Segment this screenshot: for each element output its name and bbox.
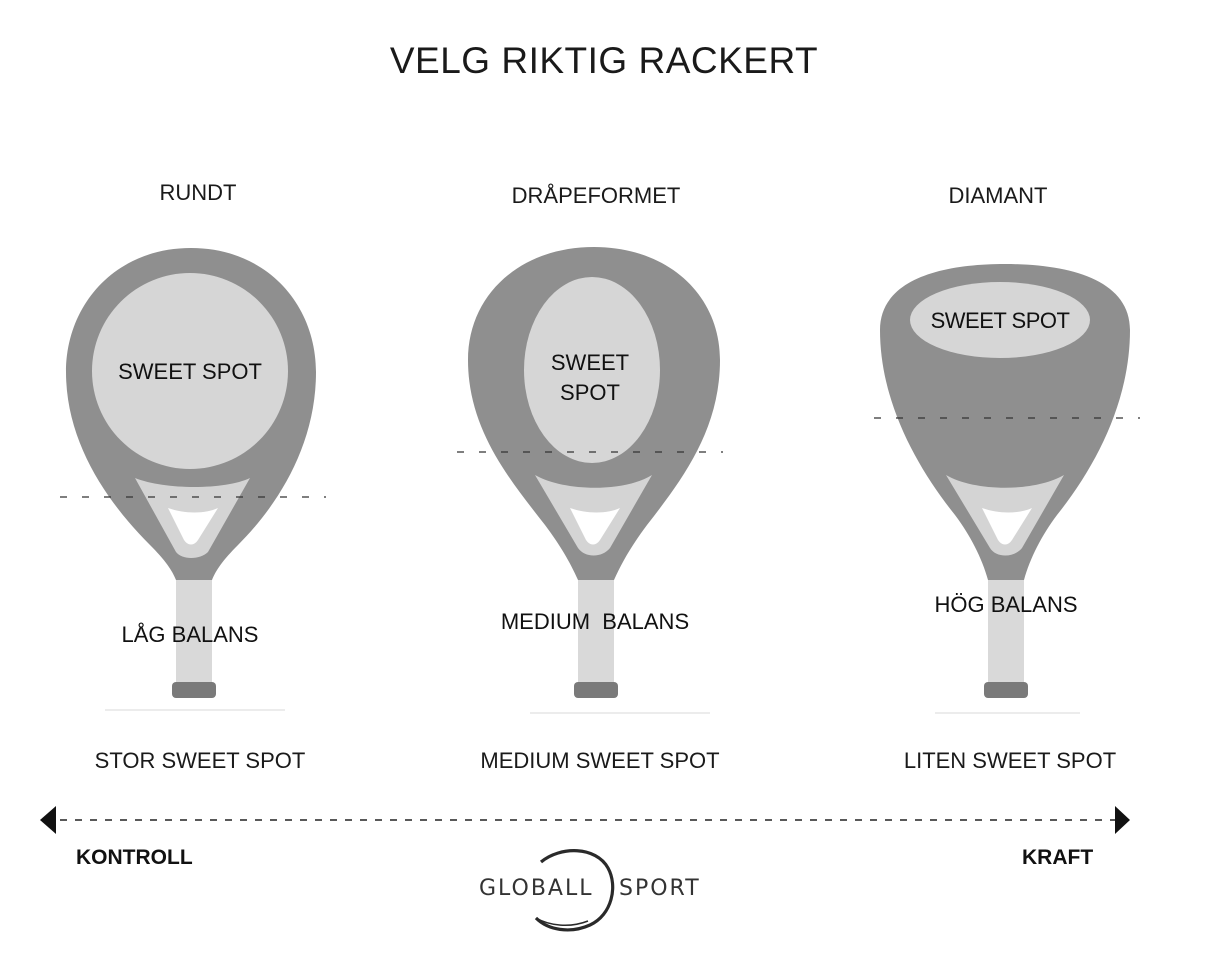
control-power-scale [40,806,1130,834]
teardrop-sweet-spot-label-line2: SPOT [560,380,620,406]
diamond-sweet-spot-size: LITEN SWEET SPOT [903,748,1117,773]
round-racket [60,248,326,698]
shape-label-teardrop: DRÅPEFORMET [511,183,681,208]
round-handle [176,565,212,690]
globall-sport-logo-mark [534,849,615,932]
round-balance-label: LÅG BALANS [121,622,259,647]
shape-label-round: RUNDT [159,180,237,205]
diamond-handle [988,565,1024,690]
logo-text-left: GLOBALL [479,876,594,901]
teardrop-sweet-spot-label-line1: SWEET [550,350,630,375]
diamond-sweet-spot [910,282,1090,358]
teardrop-handle [578,565,614,690]
teardrop-sweet-spot-size: MEDIUM SWEET SPOT [480,748,720,773]
diamond-balance-label: HÖG BALANS [934,592,1078,617]
round-grip-cap [172,682,216,698]
right-arrow-icon [1115,806,1130,834]
power-label: KRAFT [1022,846,1094,869]
teardrop-sweet-spot [524,277,660,463]
teardrop-sweet-spot-label: SWEET SPOT [530,350,650,407]
diamond-sweet-spot-label: SWEET SPOT [930,308,1070,333]
page-title: VELG RIKTIG RACKERT [389,40,819,81]
logo-text-right: SPORT [619,876,701,901]
shape-label-diamond: DIAMANT [948,183,1048,208]
control-label: KONTROLL [76,846,193,869]
teardrop-grip-cap [574,682,618,698]
teardrop-balance-label: MEDIUM BALANS [500,609,690,634]
teardrop-racket [457,247,723,698]
left-arrow-icon [40,806,56,834]
diamond-racket [874,264,1140,698]
diamond-grip-cap [984,682,1028,698]
round-sweet-spot-size: STOR SWEET SPOT [94,748,306,773]
round-sweet-spot [92,273,288,469]
round-sweet-spot-label: SWEET SPOT [118,359,262,384]
